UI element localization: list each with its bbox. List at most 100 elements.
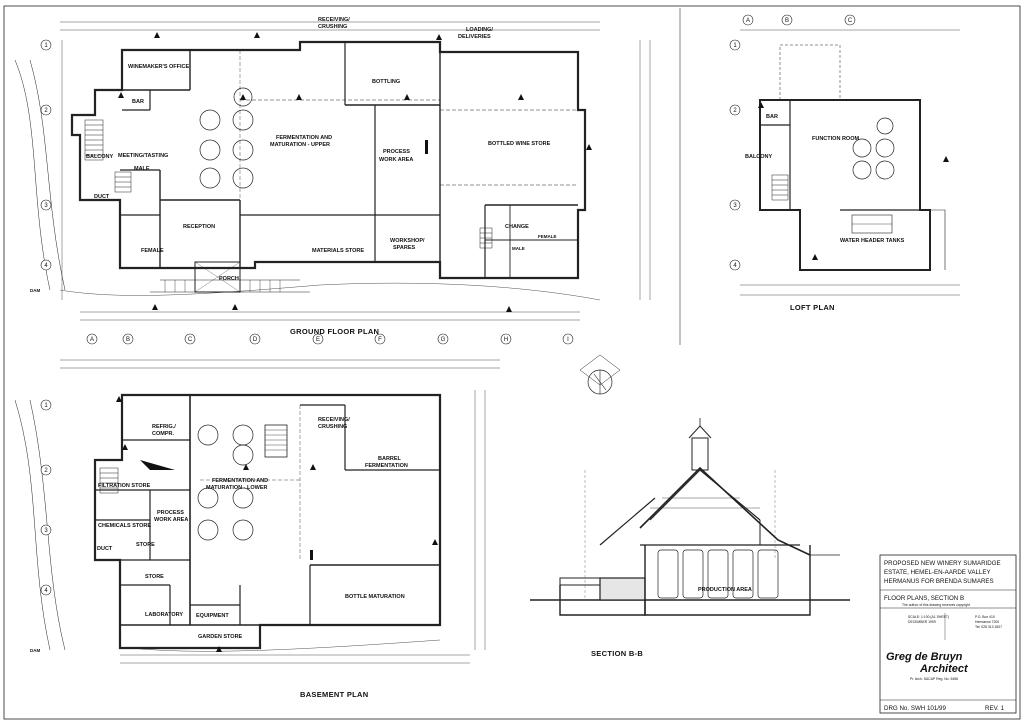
loft-grid-row-4-label: 4 — [733, 263, 737, 269]
ground-grid-row-4-bubble — [40, 259, 52, 271]
tb-registration: Pr. Arch. SACAP Reg. No. 5458 — [910, 677, 958, 681]
room-porch: PORCH — [219, 276, 239, 282]
loft-grid-col-b-bubble — [781, 14, 793, 26]
grid-col-g-bubble — [437, 333, 449, 345]
grid-col-c-bubble — [184, 333, 196, 345]
loft-grid-col-a-bubble — [742, 14, 754, 26]
room-male: MALE — [134, 166, 150, 172]
base-room-bottle-maturation: BOTTLE MATURATION — [345, 594, 405, 600]
title-section-b-b: SECTION B-B — [591, 649, 643, 658]
base-room-fermentation-1: FERMENTATION AND — [212, 478, 268, 484]
base-room-process-1: PROCESS — [157, 510, 184, 516]
grid-col-a-label: A — [90, 337, 94, 343]
room-bottled-wine-store: BOTTLED WINE STORE — [488, 141, 551, 147]
ground-grid-row-2-label: 2 — [44, 108, 48, 114]
loft-room-water-header: WATER HEADER TANKS — [840, 238, 905, 244]
section-b-b — [530, 354, 850, 616]
basement-grid-row-4-label: 4 — [44, 588, 48, 594]
room-materials-store: MATERIALS STORE — [312, 248, 364, 254]
basement-grid-row-2-label: 2 — [44, 468, 48, 474]
base-room-garden-store: GARDEN STORE — [198, 634, 243, 640]
room-process-1: PROCESS — [383, 149, 410, 155]
loft-plan — [740, 29, 960, 296]
room-fermentation-upper-2: MATURATION - UPPER — [270, 142, 330, 148]
room-process-2: WORK AREA — [379, 157, 413, 163]
base-room-duct: DUCT — [97, 546, 113, 552]
tb-tel: Tel: 028 313 1837 — [975, 625, 1002, 629]
basement-plan — [14, 359, 500, 664]
base-room-chemicals: CHEMICALS STORE — [98, 523, 151, 529]
grid-col-e-label: E — [316, 337, 320, 343]
grid-col-i-bubble — [562, 333, 574, 345]
room-loading: LOADING/ — [466, 27, 493, 33]
loft-grid-col-c-label: C — [848, 18, 853, 24]
basement-grid-row-4-bubble — [40, 584, 52, 596]
base-room-crushing: CRUSHING — [318, 424, 347, 430]
grid-col-b-label: B — [126, 337, 130, 343]
grid-col-c-label: C — [188, 337, 193, 343]
room-receiving: RECEIVING/ — [318, 17, 350, 23]
ground-grid-row-2-bubble — [40, 104, 52, 116]
title-basement-plan: BASEMENT PLAN — [300, 690, 369, 699]
ground-grid-row-3-bubble — [40, 199, 52, 211]
basement-grid-row-1-bubble — [40, 399, 52, 411]
grid-col-i-label: I — [567, 337, 569, 343]
tb-sheet-title: FLOOR PLANS, SECTION B — [884, 595, 964, 602]
room-change: CHANGE — [505, 224, 529, 230]
base-room-laboratory: LABORATORY — [145, 612, 183, 618]
grid-col-a-bubble — [86, 333, 98, 345]
base-room-fermentation-2: MATURATION - LOWER — [206, 485, 268, 491]
tb-date: DECEMBER 1999 — [908, 620, 936, 624]
room-duct: DUCT — [94, 194, 110, 200]
tb-project-line-1: PROPOSED NEW WINERY SUMARIDGE — [884, 560, 1001, 567]
loft-room-balcony: BALCONY — [745, 154, 773, 160]
base-room-refrig-2: COMPR. — [152, 431, 174, 437]
tb-town: Hermanus 7200 — [975, 620, 999, 624]
room-deliveries: DELIVERIES — [458, 34, 491, 40]
base-room-equipment: EQUIPMENT — [196, 613, 229, 619]
title-block-frame — [879, 554, 1017, 714]
room-crushing: CRUSHING — [318, 24, 347, 30]
loft-grid-row-1-bubble — [729, 39, 741, 51]
room-bottling: BOTTLING — [372, 79, 400, 85]
base-room-store-1: STORE — [136, 542, 155, 548]
tb-brand-name: Greg de Bruyn — [886, 651, 963, 663]
grid-col-b-bubble — [122, 333, 134, 345]
base-room-barrel-1: BARREL — [378, 456, 402, 462]
room-winemakers-office: WINEMAKER'S OFFICE — [128, 64, 190, 70]
loft-grid-row-2-label: 2 — [733, 108, 737, 114]
loft-grid-col-c-bubble — [844, 14, 856, 26]
base-room-refrig-1: REFRIG./ — [152, 424, 176, 430]
loft-grid-col-a-label: A — [746, 18, 750, 24]
room-workshop-2: SPARES — [393, 245, 416, 251]
grid-col-f-label: F — [378, 337, 382, 343]
room-meeting-tasting: MEETING/TASTING — [118, 153, 168, 159]
ground-grid-row-1-label: 1 — [44, 43, 48, 49]
basement-grid-row-2-bubble — [40, 464, 52, 476]
label-dam-ground: DAM — [30, 288, 40, 293]
tb-copyright: The author of this drawing reserves copy… — [902, 603, 970, 607]
room-female: FEMALE — [141, 248, 164, 254]
tb-scale: SCALE: 1:100 (A1 SHEET) — [908, 615, 949, 619]
basement-grid-row-3-label: 3 — [44, 528, 48, 534]
grid-col-g-label: G — [441, 337, 446, 343]
tb-project-line-3: HERMANUS FOR BRENDA SUMARES — [884, 578, 994, 585]
title-loft-plan: LOFT PLAN — [790, 303, 835, 312]
base-room-receiving: RECEIVING/ — [318, 417, 350, 423]
loft-grid-row-1-label: 1 — [733, 43, 737, 49]
grid-col-h-label: H — [504, 337, 508, 343]
title-ground-floor-plan: GROUND FLOOR PLAN — [290, 327, 379, 336]
loft-room-bar: BAR — [766, 114, 778, 120]
sheet-border — [3, 5, 1021, 720]
grid-col-h-bubble — [500, 333, 512, 345]
ground-grid-row-4-label: 4 — [44, 263, 48, 269]
room-balcony: BALCONY — [86, 154, 114, 160]
label-dam-basement: DAM — [30, 648, 40, 653]
section-production-area: PRODUCTION AREA — [698, 587, 752, 593]
tb-brand-role: Architect — [919, 663, 969, 675]
grid-col-e-bubble — [312, 333, 324, 345]
